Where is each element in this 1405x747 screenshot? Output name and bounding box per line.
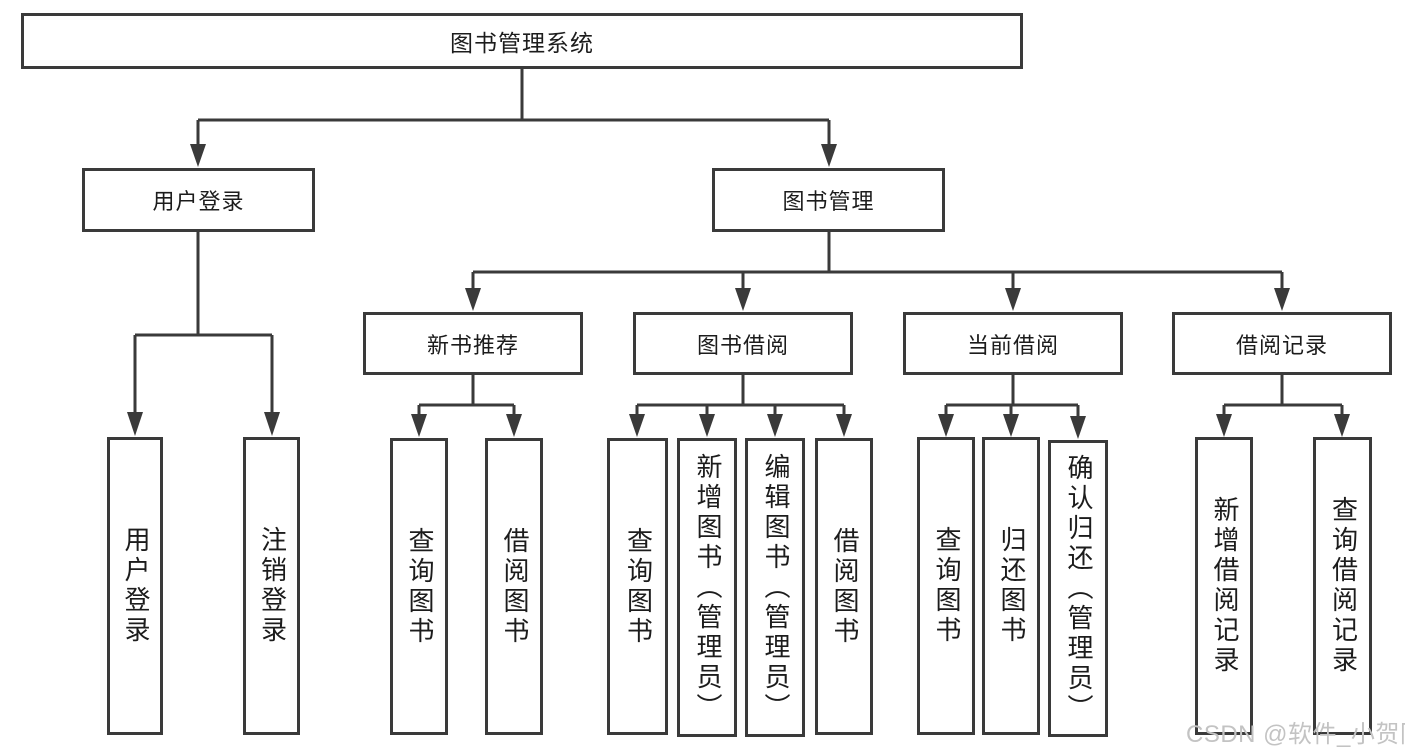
leaf-borrow-borrow-books-label: 借阅图书 [829, 526, 860, 647]
leaf-borrow-edit-books-admin: 编辑图书（管理员） [745, 438, 805, 737]
leaf-records-query-record-label: 查询借阅记录 [1328, 496, 1359, 676]
arrowhead-icon [821, 144, 837, 167]
arrowhead-icon [836, 414, 852, 437]
leaf-logout-label: 注销登录 [257, 526, 288, 646]
arrowhead-icon [506, 414, 522, 437]
leaf-current-confirm-return-admin: 确认归还（管理员） [1048, 440, 1108, 737]
arrowhead-icon [411, 414, 427, 437]
leaf-newrec-query-books: 查询图书 [390, 438, 448, 735]
arrowhead-icon [1216, 414, 1232, 437]
node-book-borrow-label: 图书借阅 [696, 332, 789, 358]
node-current-borrow-label: 当前借阅 [966, 332, 1059, 358]
leaf-current-query-books-label: 查询图书 [931, 526, 962, 646]
arrowhead-icon [699, 414, 715, 437]
node-book-management: 图书管理 [712, 168, 945, 232]
leaf-borrow-query-books-label: 查询图书 [623, 526, 654, 647]
leaf-records-add-record-label: 新增借阅记录 [1209, 496, 1240, 676]
arrowhead-icon [735, 288, 751, 311]
connector-new-book-rec-children [411, 375, 522, 437]
node-new-book-recommend-label: 新书推荐 [426, 332, 519, 358]
node-root: 图书管理系统 [21, 13, 1023, 69]
arrowhead-icon [1003, 414, 1019, 437]
connector-current-borrow-children [938, 375, 1086, 439]
leaf-borrow-add-books-admin-label: 新增图书（管理员） [692, 452, 723, 723]
leaf-user-login: 用户登录 [107, 437, 163, 735]
node-borrow-records-label: 借阅记录 [1235, 332, 1328, 358]
arrowhead-icon [1274, 288, 1290, 311]
leaf-user-login-label: 用户登录 [120, 526, 151, 646]
csdn-watermark: CSDN @软件_小贺同学 [1186, 721, 1405, 747]
leaf-newrec-borrow-books-label: 借阅图书 [499, 526, 530, 647]
node-book-borrow: 图书借阅 [633, 312, 853, 375]
node-current-borrow: 当前借阅 [903, 312, 1123, 375]
connector-user-login-children [127, 232, 280, 436]
arrowhead-icon [1005, 288, 1021, 311]
node-user-login-label: 用户登录 [152, 189, 245, 214]
leaf-borrow-query-books: 查询图书 [607, 438, 668, 735]
node-new-book-recommend: 新书推荐 [363, 312, 583, 375]
arrowhead-icon [264, 412, 280, 436]
connector-book-management-children [465, 232, 1290, 311]
leaf-current-return-books-label: 归还图书 [996, 526, 1027, 646]
arrowhead-icon [629, 414, 645, 437]
leaf-records-query-record: 查询借阅记录 [1313, 437, 1372, 735]
leaf-current-confirm-return-admin-label: 确认归还（管理员） [1063, 453, 1094, 724]
arrowhead-icon [1334, 414, 1350, 437]
arrowhead-icon [1070, 416, 1086, 439]
connector-borrow-records-children [1216, 375, 1350, 437]
node-root-label: 图书管理系统 [450, 30, 594, 56]
arrowhead-icon [767, 414, 783, 437]
arrowhead-icon [127, 412, 143, 436]
node-book-management-label: 图书管理 [782, 189, 875, 214]
leaf-borrow-borrow-books: 借阅图书 [815, 438, 873, 735]
leaf-borrow-add-books-admin: 新增图书（管理员） [677, 438, 737, 737]
leaf-logout: 注销登录 [243, 437, 300, 735]
connector-book-borrow-children [629, 375, 852, 437]
leaf-newrec-query-books-label: 查询图书 [404, 526, 435, 647]
leaf-records-add-record: 新增借阅记录 [1195, 437, 1253, 735]
leaf-newrec-borrow-books: 借阅图书 [485, 438, 543, 735]
connector-root-to-level1 [190, 69, 837, 167]
leaf-current-query-books: 查询图书 [917, 437, 975, 735]
arrowhead-icon [938, 414, 954, 437]
arrowhead-icon [190, 144, 206, 167]
node-borrow-records: 借阅记录 [1172, 312, 1392, 375]
arrowhead-icon [465, 288, 481, 311]
leaf-current-return-books: 归还图书 [982, 437, 1040, 735]
node-user-login: 用户登录 [82, 168, 315, 232]
leaf-borrow-edit-books-admin-label: 编辑图书（管理员） [760, 452, 791, 723]
